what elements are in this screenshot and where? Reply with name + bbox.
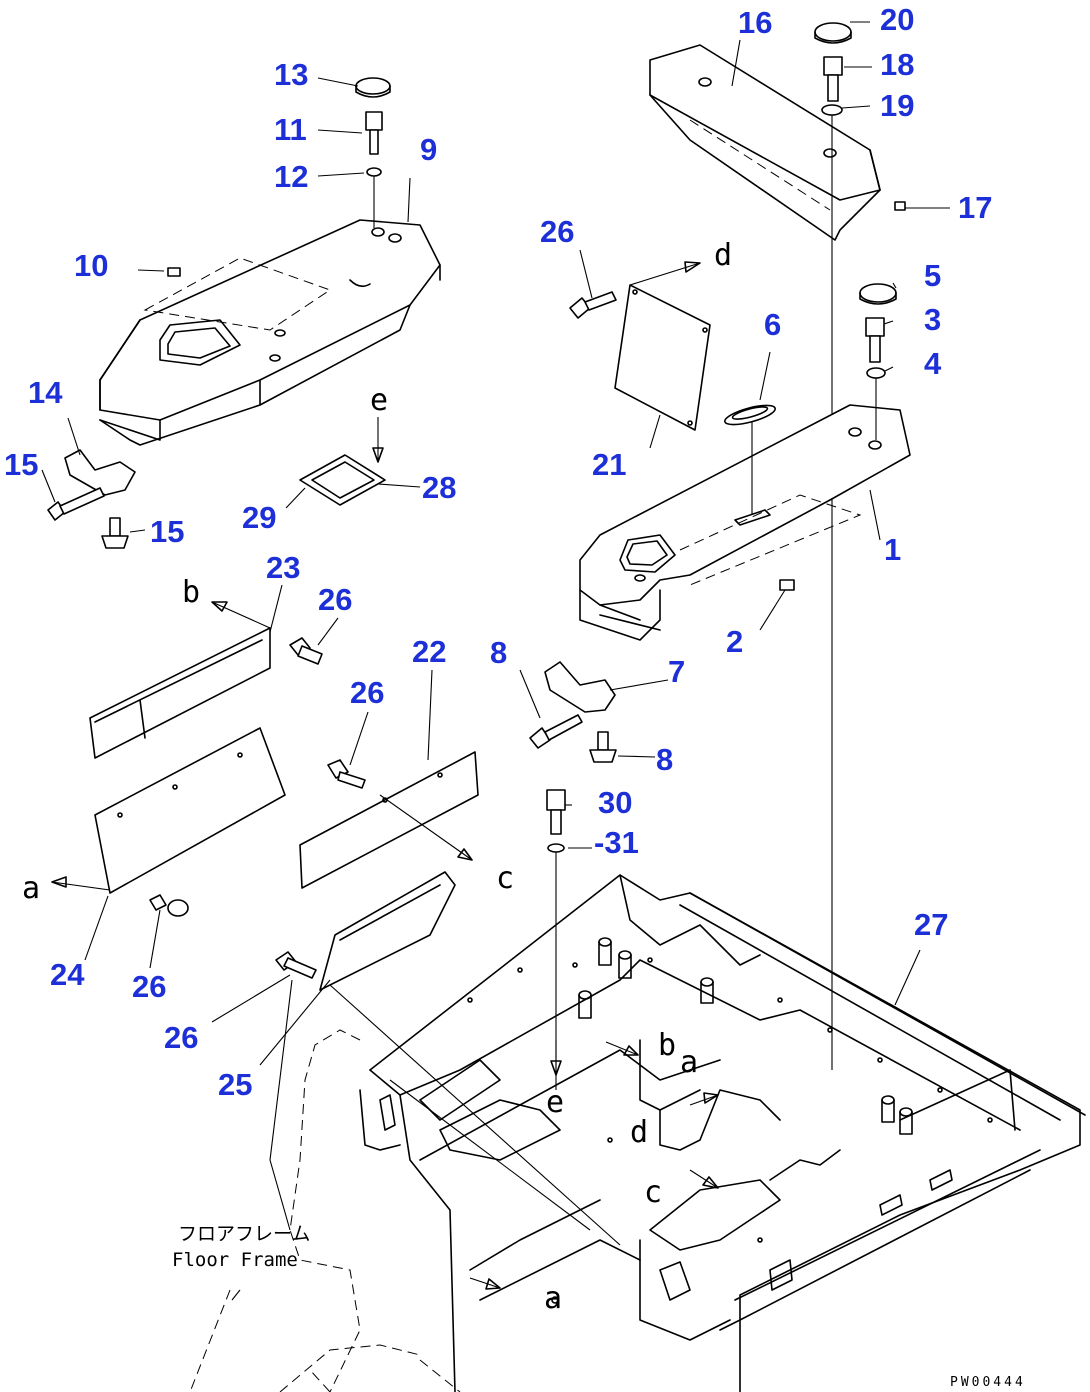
part-26-bolt-a (569, 291, 617, 319)
part-15-bolt-a (47, 487, 105, 521)
part-12-washer (366, 167, 382, 177)
callout-numbers: 1 2 3 4 5 6 7 8 8 9 10 11 12 13 14 15 15… (4, 2, 992, 1102)
callout-29: 29 (242, 500, 276, 535)
part-24-plate (94, 727, 286, 894)
part-8-bolt-a (529, 714, 583, 749)
part-13-cap (355, 77, 391, 98)
part-18-bolt (823, 56, 843, 102)
callout-7: 7 (668, 654, 685, 689)
part-26-bolt-b (289, 637, 323, 665)
reference-letters: a a b b c c d d e e a (22, 238, 732, 1316)
callout-14: 14 (28, 375, 63, 410)
floor-frame-caption-jp: フロアフレーム (178, 1223, 310, 1245)
part-10-clip (167, 267, 181, 277)
callout-21: 21 (592, 447, 626, 482)
callout-10: 10 (74, 248, 108, 283)
ref-d-2: d (630, 1115, 648, 1150)
part-4-washer (866, 367, 886, 379)
callout-9: 9 (420, 132, 437, 167)
captions: フロアフレーム Floor Frame PW00444 (172, 1223, 1026, 1390)
callout-16: 16 (738, 5, 772, 40)
ref-a-2: a (544, 1281, 562, 1316)
callout-2: 2 (726, 624, 743, 659)
part-9-console-cover (99, 219, 441, 446)
part-20-cap (814, 22, 852, 44)
callout-24: 24 (50, 957, 85, 992)
ref-e-1: e (370, 383, 388, 418)
callout-22: 22 (412, 634, 446, 669)
callout-12: 12 (274, 159, 308, 194)
floor-frame-caption-en: Floor Frame (172, 1249, 298, 1271)
callout-26b: 26 (318, 582, 352, 617)
callout-18: 18 (880, 47, 914, 82)
ref-e-2: e (546, 1085, 564, 1120)
part-21-plate (614, 284, 711, 431)
callout-31: -31 (594, 825, 639, 860)
callout-17: 17 (958, 190, 992, 225)
part-6-grommet (724, 404, 776, 426)
callout-26a: 26 (540, 214, 574, 249)
part-25-plate (319, 871, 456, 991)
part-26-bolt-d (149, 894, 189, 917)
callout-4: 4 (924, 346, 942, 381)
ref-b-1: b (182, 575, 200, 610)
callout-19: 19 (880, 88, 914, 123)
drawing-code: PW00444 (950, 1375, 1026, 1390)
callout-30: 30 (598, 785, 632, 820)
ref-a-3: a (680, 1045, 698, 1080)
callout-15a: 15 (4, 447, 38, 482)
part-31-washer (547, 843, 565, 853)
part-23-plate (89, 627, 271, 759)
floor-frame-outline (189, 1029, 461, 1392)
part-7-bracket (544, 661, 616, 713)
reference-arrows (51, 261, 719, 1290)
part-8-bolt-b (589, 731, 617, 763)
part-26-bolt-c (327, 759, 366, 789)
callout-11: 11 (274, 112, 307, 147)
callout-20: 20 (880, 2, 914, 37)
part-27-floor-frame (359, 874, 1086, 1392)
part-29-frame-plate (299, 454, 386, 506)
callout-27: 27 (914, 907, 948, 942)
callout-13: 13 (274, 57, 308, 92)
callout-1: 1 (884, 532, 901, 567)
callout-26c: 26 (350, 675, 384, 710)
leader-lines (41, 21, 950, 1301)
callout-26d: 26 (132, 969, 166, 1004)
part-1-console (579, 404, 911, 641)
ref-a-1: a (22, 871, 40, 906)
ref-b-2: b (658, 1028, 676, 1063)
callout-8a: 8 (490, 635, 507, 670)
part-15-bolt-b (101, 517, 129, 549)
part-22-plate (299, 751, 479, 889)
part-14-bracket (64, 449, 136, 496)
part-5-cap (859, 283, 897, 305)
callout-6: 6 (764, 307, 781, 342)
callout-26e: 26 (164, 1020, 198, 1055)
part-30-bolt (546, 789, 566, 835)
callout-5: 5 (924, 258, 941, 293)
part-19-washer (821, 104, 843, 116)
part-2-clip (779, 579, 795, 591)
callout-3: 3 (924, 302, 941, 337)
callout-15b: 15 (150, 514, 184, 549)
ref-c-2: c (644, 1175, 662, 1210)
part-11-bolt (365, 111, 383, 155)
part-26-bolt-e (275, 951, 317, 979)
part-16-cover (649, 44, 881, 241)
callout-28: 28 (422, 470, 456, 505)
ref-c-1: c (496, 861, 514, 896)
callout-23: 23 (266, 550, 300, 585)
callout-8b: 8 (656, 742, 673, 777)
ref-d-1: d (714, 238, 732, 273)
part-3-bolt (865, 317, 885, 363)
callout-25: 25 (218, 1067, 252, 1102)
